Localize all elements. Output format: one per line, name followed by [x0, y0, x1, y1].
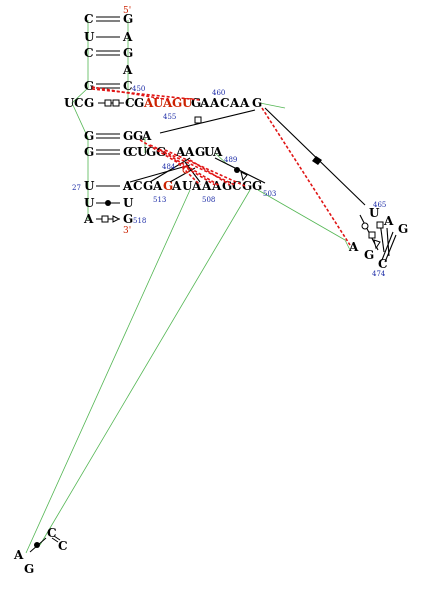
base: A — [229, 96, 240, 110]
number-label: 513 — [153, 196, 166, 204]
base: C — [84, 46, 94, 60]
base: G — [172, 96, 182, 110]
three-prime-label: 3' — [123, 226, 131, 236]
number-label: 474 — [372, 270, 386, 278]
base: G — [133, 129, 143, 143]
backbone-lines — [25, 20, 351, 554]
number-label: 484 — [162, 163, 176, 171]
base: G — [191, 96, 201, 110]
stem-base-pairs — [96, 16, 121, 223]
base: A — [122, 179, 133, 193]
number-label: 465 — [373, 201, 386, 209]
base: A — [383, 214, 394, 228]
base: A — [209, 96, 220, 110]
base: U — [84, 179, 95, 193]
base: U — [123, 196, 134, 210]
number-label: 489 — [224, 156, 237, 164]
base: G — [123, 212, 133, 226]
five-prime-label: 5' — [123, 6, 131, 16]
base: C — [123, 145, 133, 159]
base: U — [84, 196, 95, 210]
base: C — [123, 79, 133, 93]
stem-right-bases: G A G A C G A C U G — [122, 12, 134, 226]
number-label: 508 — [202, 196, 215, 204]
base: G — [84, 96, 94, 110]
base: G — [24, 562, 34, 576]
middle-row-bases: C U G G A A G U A G A — [128, 129, 223, 159]
bottom-loop-bases: C C A G — [13, 526, 68, 576]
dashed-interactions — [91, 86, 351, 246]
base: A — [348, 240, 359, 254]
base: A — [162, 96, 173, 110]
number-label: 450 — [132, 85, 145, 93]
base: G — [398, 222, 408, 236]
tertiary-interactions — [129, 107, 397, 263]
base: G — [146, 145, 156, 159]
right-loop-bases: U A G C G A — [348, 206, 408, 271]
base: C — [125, 96, 135, 110]
base: A — [152, 179, 163, 193]
number-label: 503 — [263, 190, 276, 198]
base: C — [220, 96, 230, 110]
base: U — [204, 145, 215, 159]
base: A — [83, 212, 94, 226]
base: C — [378, 257, 388, 271]
base: A — [141, 129, 152, 143]
base: A — [212, 145, 223, 159]
number-label: 518 — [133, 217, 146, 225]
base: G — [123, 129, 133, 143]
base: U — [153, 96, 164, 110]
base: G — [252, 179, 262, 193]
base: G — [143, 179, 153, 193]
base: G — [364, 248, 374, 262]
base: A — [201, 179, 212, 193]
base: G — [123, 12, 133, 26]
base: U — [84, 30, 95, 44]
number-label: 27 — [72, 184, 81, 192]
base: U — [182, 179, 193, 193]
base: G — [242, 179, 252, 193]
base: U — [369, 206, 380, 220]
base: C — [133, 179, 143, 193]
base: G — [84, 145, 94, 159]
base: A — [239, 96, 250, 110]
base: U — [64, 96, 75, 110]
base: A — [175, 145, 186, 159]
upper-row-bases: G C G A U A G U G A A C A A G — [84, 96, 262, 110]
base: C — [47, 526, 57, 540]
base: A — [171, 179, 182, 193]
base: A — [184, 145, 195, 159]
base: A — [191, 179, 202, 193]
number-label: 455 — [163, 113, 176, 121]
lower-row-bases: A C G A G A U A A A G C G G — [122, 179, 262, 193]
base: G — [156, 145, 166, 159]
base: A — [143, 96, 154, 110]
base: C — [84, 12, 94, 26]
base: G — [163, 179, 173, 193]
base: C — [232, 179, 242, 193]
base: G — [84, 129, 94, 143]
base: G — [252, 96, 262, 110]
base: A — [211, 179, 222, 193]
base: G — [195, 145, 205, 159]
base: A — [199, 96, 210, 110]
base: A — [13, 548, 24, 562]
number-label: 460 — [212, 89, 225, 97]
base: U — [182, 96, 193, 110]
base: G — [222, 179, 232, 193]
base: C — [128, 145, 138, 159]
numbering-labels: 450 455 460 465 474 489 503 508 513 27 5… — [72, 85, 386, 278]
base: U — [137, 145, 148, 159]
base: A — [122, 63, 133, 77]
base: G — [134, 96, 144, 110]
base: G — [123, 46, 133, 60]
base: C — [58, 539, 68, 553]
base: G — [84, 79, 94, 93]
base: C — [74, 96, 84, 110]
base: A — [122, 30, 133, 44]
stem-left-bases: C U C G U C G G U U A — [64, 12, 95, 226]
base: A — [122, 179, 133, 193]
